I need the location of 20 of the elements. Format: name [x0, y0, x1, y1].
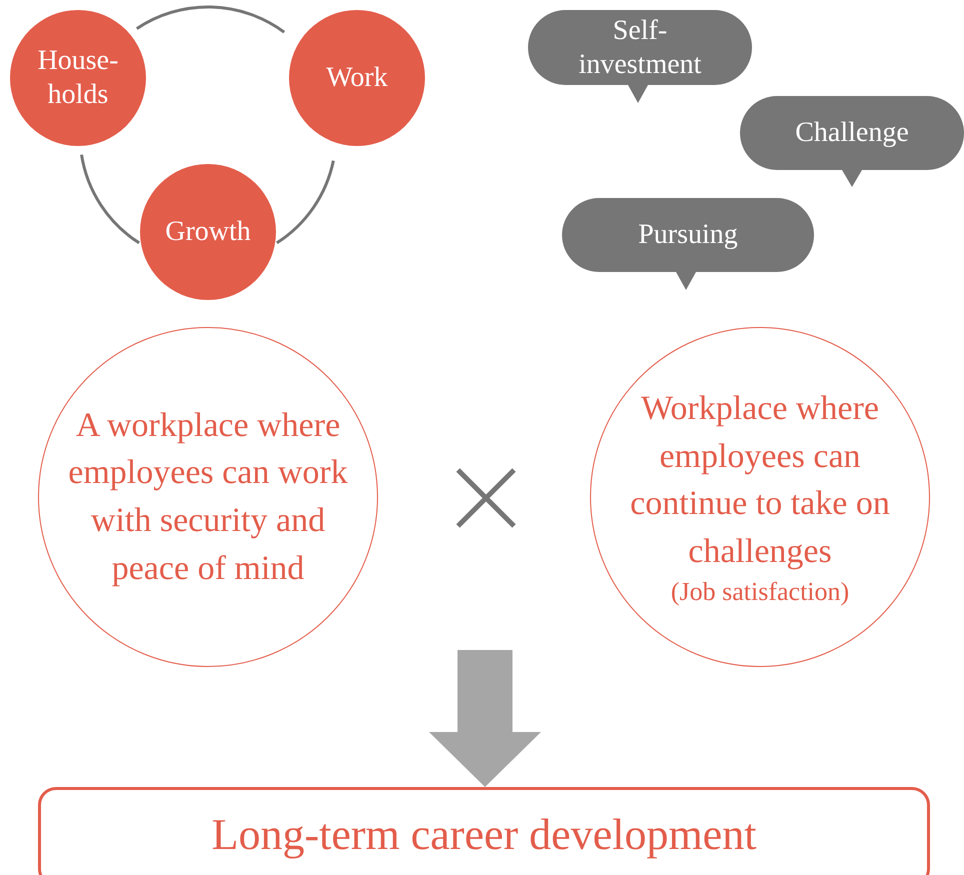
- bubble-label: Challenge: [794, 116, 910, 150]
- circle-label: House- holds: [36, 44, 120, 112]
- speech-bubble: [740, 96, 964, 187]
- speech-bubble: [562, 198, 814, 290]
- bubble-label: Pursuing: [637, 218, 739, 252]
- circle-outline: [38, 327, 378, 667]
- circle-outline: [590, 327, 930, 667]
- bubble-label: Self- investment: [578, 14, 702, 82]
- circle-label: Work: [325, 61, 389, 95]
- circle-label: Growth: [164, 215, 252, 249]
- ring-line: [136, 6, 286, 34]
- description-text: A workplace where employees can work with security and peace of mind: [67, 406, 349, 589]
- ring-line: [80, 154, 140, 244]
- block-arrow: [429, 650, 541, 787]
- result-text: Long-term career development: [212, 809, 756, 861]
- speech-bubble: [528, 10, 752, 103]
- result-box: [38, 787, 930, 875]
- ring-line: [276, 160, 335, 244]
- description-text: Workplace where employees can continue to take on challenges: [629, 388, 891, 572]
- note-text: (Job satisfaction): [670, 576, 850, 608]
